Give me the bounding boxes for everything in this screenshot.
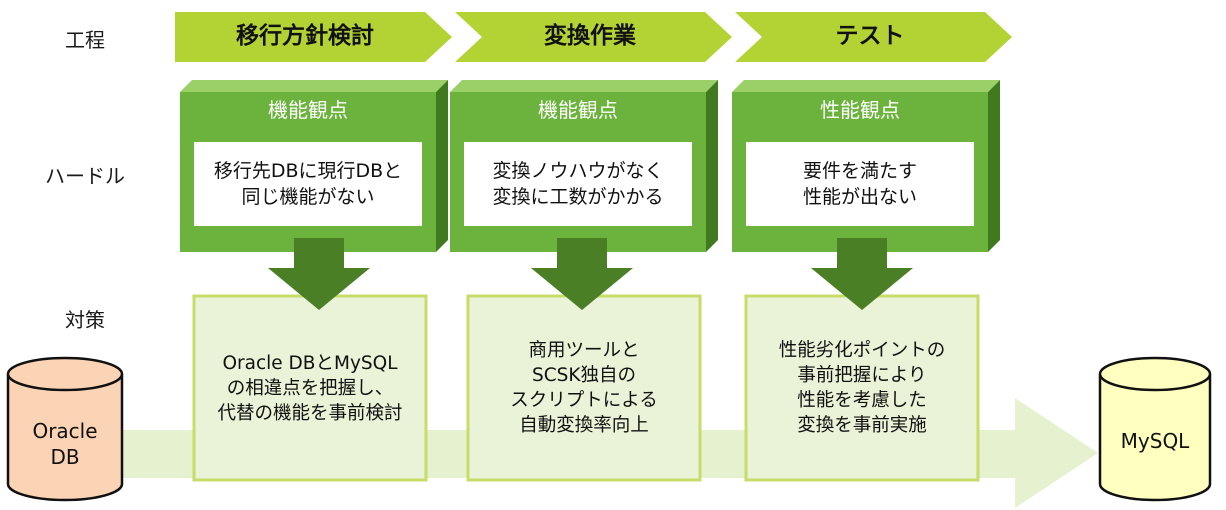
- hurdle-line: 性能が出ない: [802, 186, 917, 208]
- process-label-3: テスト: [835, 23, 905, 49]
- row-label-measure: 対策: [65, 308, 105, 332]
- process-label-1: 移行方針検討: [236, 23, 374, 49]
- row-label-hurdle: ハードル: [45, 164, 125, 188]
- hurdle-box-3: [732, 80, 1000, 252]
- hurdle-text-3: 要件を満たす 性能が出ない: [746, 142, 974, 226]
- hurdle-title-1: 機能観点: [268, 98, 348, 122]
- measure-text-1: Oracle DBとMySQL の相違点を把握し、 代替の機能を事前検討: [194, 296, 426, 480]
- process-label-2: 変換作業: [544, 23, 636, 49]
- row-label-process: 工程: [65, 28, 105, 52]
- measure-box-2: [466, 294, 702, 482]
- hurdle-line: 同じ機能がない: [241, 186, 375, 208]
- oracle-db-line: DB: [50, 445, 80, 469]
- measure-line: 性能を考慮した: [797, 390, 927, 411]
- measure-line: 代替の機能を事前検討: [217, 402, 403, 424]
- hurdle-line: 変換ノウハウがなく: [492, 160, 664, 182]
- measure-line: 性能劣化ポイントの: [778, 340, 946, 361]
- measure-line: 自動変換率向上: [519, 415, 649, 436]
- measure-text-2: 商用ツールと SCSK独自の スクリプトによる 自動変換率向上: [468, 296, 700, 480]
- measure-line: 事前把握により: [797, 365, 927, 386]
- hurdle-line: 移行先DBに現行DBと: [213, 160, 403, 182]
- measure-line: の相違点を把握し、: [226, 377, 394, 399]
- mysql-db-line: MySQL: [1120, 429, 1190, 453]
- hurdle-text-1: 移行先DBに現行DBと 同じ機能がない: [194, 142, 422, 226]
- down-arrow-2: [531, 238, 633, 310]
- mysql-db-cylinder: [1098, 356, 1212, 502]
- measure-line: SCSK独自の: [531, 365, 637, 386]
- measure-box-1: [192, 294, 428, 482]
- process-chevron-3: [735, 12, 1012, 62]
- hurdle-title-2: 機能観点: [538, 98, 618, 122]
- hurdle-box-2: [450, 80, 718, 252]
- process-chevron-1: [175, 12, 452, 62]
- hurdle-text-2: 変換ノウハウがなく 変換に工数がかかる: [464, 142, 692, 226]
- hurdle-line: 変換に工数がかかる: [492, 186, 664, 208]
- mysql-db-label: MySQL: [1100, 428, 1210, 454]
- measure-line: 商用ツールと: [528, 340, 640, 361]
- hurdle-box-1: [180, 80, 448, 252]
- hurdle-title-3: 性能観点: [820, 98, 900, 122]
- oracle-db-line: Oracle: [32, 419, 98, 443]
- process-chevron-2: [455, 12, 732, 62]
- oracle-db-cylinder: [6, 356, 124, 502]
- oracle-db-label: Oracle DB: [8, 418, 122, 470]
- measure-line: 変換を事前実施: [797, 415, 927, 436]
- measure-text-3: 性能劣化ポイントの 事前把握により 性能を考慮した 変換を事前実施: [746, 296, 978, 480]
- measure-line: スクリプトによる: [510, 390, 658, 411]
- down-arrow-1: [268, 238, 370, 310]
- measure-line: Oracle DBとMySQL: [222, 352, 398, 374]
- hurdle-line: 要件を満たす: [802, 160, 917, 182]
- down-arrow-3: [811, 238, 913, 310]
